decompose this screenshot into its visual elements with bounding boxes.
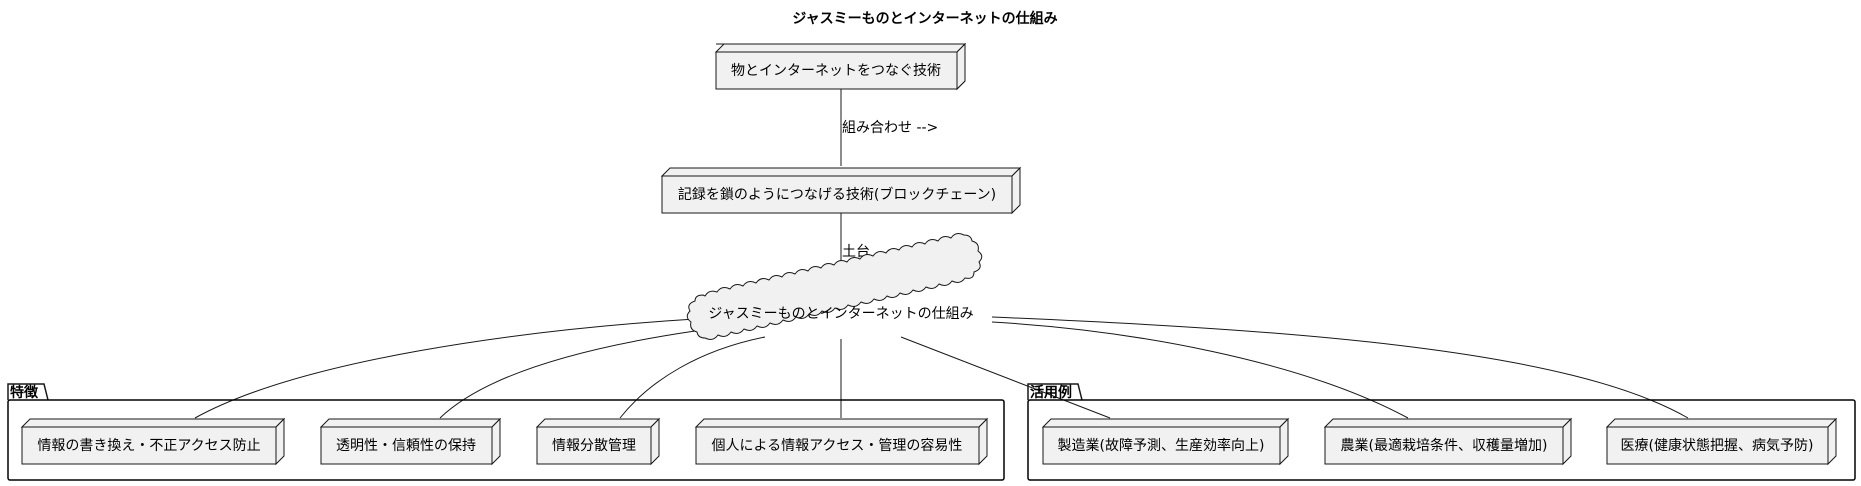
edge-label-combine: 組み合わせ -->: [842, 120, 938, 136]
edge-feature-3: [619, 336, 766, 419]
feature-label-2: 透明性・信頼性の保持: [336, 438, 476, 454]
node-iot-label: 物とインターネットをつなぐ技術: [731, 63, 941, 79]
node-blockchain: 記録を鎖のようにつなげる技術(ブロックチェーン): [660, 166, 1022, 215]
cloud-node: ジャスミーものとインターネットの仕組み: [686, 233, 983, 340]
package-features: 特徴 情報の書き換え・不正アクセス防止 透明性・信頼性の保持 情報分散管理 個人…: [7, 383, 1005, 481]
feature-node-4: 個人による情報アクセス・管理の容易性: [694, 417, 989, 466]
edge-usecase-3: [991, 316, 1689, 419]
usecase-label-2: 農業(最適栽培条件、収穫量増加): [1341, 437, 1548, 454]
usecase-label-1: 製造業(故障予測、生産効率向上): [1058, 437, 1265, 454]
package-usecases: 活用例 製造業(故障予測、生産効率向上) 農業(最適栽培条件、収穫量増加) 医療…: [1027, 383, 1856, 481]
connectors: [194, 89, 1689, 419]
usecase-node-2: 農業(最適栽培条件、収穫量増加): [1323, 417, 1573, 466]
usecase-node-3: 医療(健康状態把握、病気予防): [1605, 417, 1838, 466]
feature-node-2: 透明性・信頼性の保持: [319, 417, 502, 466]
node-blockchain-label: 記録を鎖のようにつなげる技術(ブロックチェーン): [678, 186, 996, 203]
usecase-label-3: 医療(健康状態把握、病気予防): [1621, 437, 1814, 454]
node-iot: 物とインターネットをつなぐ技術: [714, 42, 967, 91]
diagram-title: ジャスミーものとインターネットの仕組み: [792, 10, 1057, 27]
feature-node-3: 情報分散管理: [535, 417, 661, 466]
package-usecases-label: 活用例: [1030, 384, 1072, 401]
edge-usecase-1: [900, 336, 1111, 419]
feature-node-1: 情報の書き換え・不正アクセス防止: [20, 417, 286, 466]
feature-label-4: 個人による情報アクセス・管理の容易性: [712, 437, 963, 454]
package-features-label: 特徴: [10, 384, 39, 401]
edge-feature-2: [439, 330, 696, 419]
edge-feature-1: [194, 318, 696, 419]
feature-label-1: 情報の書き換え・不正アクセス防止: [37, 438, 260, 454]
cloud-node-label: ジャスミーものとインターネットの仕組み: [708, 306, 973, 322]
usecase-node-1: 製造業(故障予測、生産効率向上): [1041, 417, 1290, 466]
edge-usecase-2: [991, 321, 1409, 419]
feature-label-3: 情報分散管理: [552, 438, 636, 454]
